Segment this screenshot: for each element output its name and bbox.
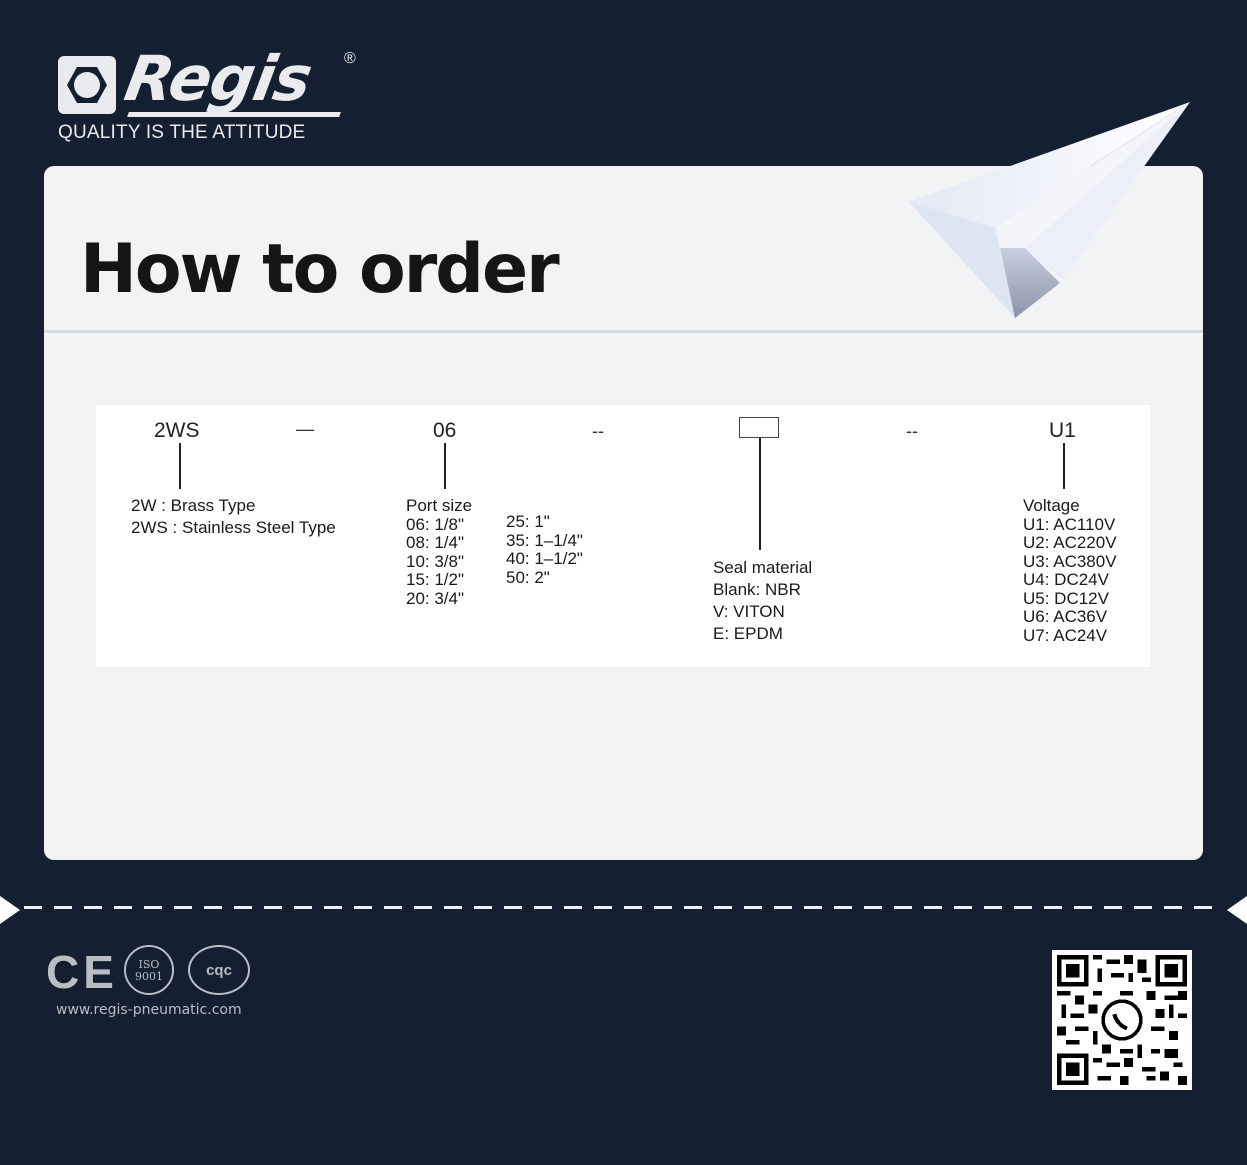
separator: —	[296, 419, 314, 439]
notch-right	[1227, 896, 1247, 924]
voltage-options: Voltage U1: AC110V U2: AC220V U3: AC380V…	[1023, 496, 1117, 645]
title-divider	[44, 330, 1203, 333]
whatsapp-qr-code[interactable]	[1052, 950, 1192, 1090]
iso-9001-badge-icon: ISO 9001	[124, 945, 174, 995]
wordmark-underline	[127, 112, 341, 117]
whatsapp-icon	[1101, 999, 1143, 1041]
series-options: 2W : Brass Type 2WS : Stainless Steel Ty…	[131, 496, 336, 537]
brand-wordmark: Regis	[119, 42, 317, 115]
qr-code-icon	[1057, 955, 1187, 1085]
connector-line	[1063, 443, 1065, 489]
connector-line	[759, 438, 761, 550]
page-title: How to order	[80, 230, 560, 309]
port-size-col2: 25: 1" 35: 1–1/4" 40: 1–1/2" 50: 2"	[506, 512, 583, 587]
port-size-col1: Port size 06: 1/8" 08: 1/4" 10: 3/8" 15:…	[406, 496, 473, 608]
separator: --	[592, 421, 604, 441]
separator: --	[906, 421, 918, 441]
registered-mark: ®	[344, 50, 356, 67]
ce-mark-icon: CE	[46, 946, 118, 998]
seal-material-options: Seal material Blank: NBR V: VITON E: EPD…	[713, 558, 813, 643]
series-code: 2WS	[154, 419, 200, 442]
cqc-badge-icon: cqc	[188, 945, 250, 995]
port-size-code: 06	[433, 419, 457, 442]
hex-nut-icon	[58, 56, 116, 114]
seal-code-box	[739, 417, 779, 438]
notch-left	[0, 896, 20, 924]
paper-plane-icon	[909, 102, 1190, 318]
connector-line	[179, 443, 181, 489]
order-code-table: 2WS 2W : Brass Type 2WS : Stainless Stee…	[96, 405, 1150, 667]
website-link[interactable]: www.regis-pneumatic.com	[56, 1002, 242, 1018]
connector-line	[444, 443, 446, 489]
voltage-code: U1	[1049, 419, 1076, 442]
dashed-divider	[0, 896, 1247, 924]
brand-tagline: QUALITY IS THE ATTITUDE	[58, 122, 306, 143]
